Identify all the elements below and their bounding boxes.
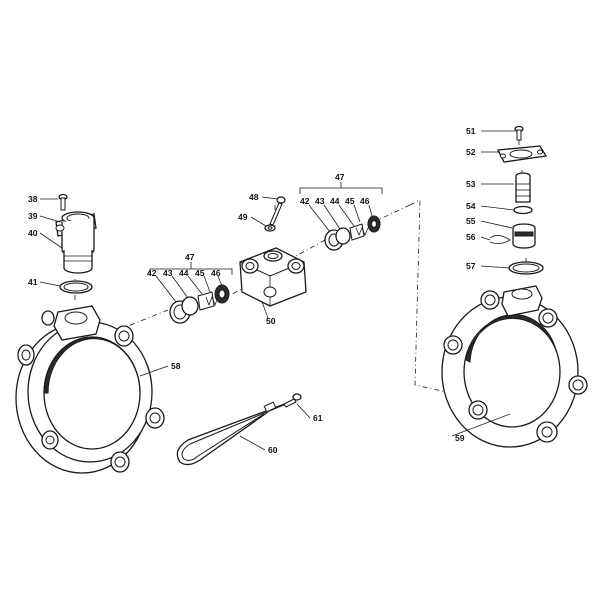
label-51: 51 (466, 126, 476, 136)
part-44-left (197, 291, 215, 311)
label-43-right: 43 (315, 196, 325, 206)
valve-group-left (169, 284, 230, 324)
screw-51 (514, 125, 524, 141)
bolt-48 (269, 196, 286, 226)
label-44-right: 44 (330, 196, 340, 206)
label-43-left: 43 (163, 268, 173, 278)
seat-55 (512, 223, 536, 249)
housing-59-bosses (443, 290, 588, 443)
ring-54 (513, 205, 533, 215)
part-43-left (181, 296, 199, 316)
screw-38 (58, 193, 68, 211)
elbow-fitting-group (55, 193, 97, 294)
label-47-left: 47 (185, 252, 195, 262)
left-housing-58 (15, 305, 165, 474)
label-49: 49 (238, 212, 248, 222)
body-40 (63, 250, 93, 274)
part-45-right (355, 226, 369, 237)
right-housing-59 (441, 285, 588, 448)
label-55: 55 (466, 216, 476, 226)
label-58: 58 (171, 361, 181, 371)
label-42-right: 42 (300, 196, 310, 206)
part-45-left (205, 295, 219, 307)
valve-group-right (324, 215, 381, 251)
label-52: 52 (466, 147, 476, 157)
valve-body-50 (239, 247, 307, 307)
fitting-39 (55, 211, 97, 257)
part-number-labels: 38 39 40 41 47 42 43 44 45 46 48 49 50 4… (28, 126, 476, 455)
label-41: 41 (28, 277, 38, 287)
right-fitting-stack (489, 125, 548, 275)
label-57: 57 (466, 261, 476, 271)
label-39: 39 (28, 211, 38, 221)
bolt-61 (283, 393, 302, 408)
label-54: 54 (466, 201, 476, 211)
part-46-right (367, 215, 381, 233)
part-43-right (335, 227, 351, 245)
label-45-left: 45 (195, 268, 205, 278)
label-59: 59 (455, 433, 465, 443)
label-44-left: 44 (179, 268, 189, 278)
label-56: 56 (466, 232, 476, 242)
label-45-right: 45 (345, 196, 355, 206)
label-48: 48 (249, 192, 259, 202)
nipple-53 (515, 172, 531, 203)
leader-lines (39, 130, 515, 451)
part-44-right (349, 223, 365, 241)
label-47-right: 47 (335, 172, 345, 182)
label-50: 50 (266, 316, 276, 326)
part-46-left (214, 284, 230, 304)
label-40: 40 (28, 228, 38, 238)
label-61: 61 (313, 413, 323, 423)
flange-52 (496, 145, 548, 163)
label-46-left: 46 (211, 268, 221, 278)
housing-58-bosses (17, 325, 165, 473)
label-60: 60 (268, 445, 278, 455)
oring-41 (59, 280, 93, 294)
label-46-right: 46 (360, 196, 370, 206)
clip-56 (489, 235, 511, 244)
label-42-left: 42 (147, 268, 157, 278)
label-53: 53 (466, 179, 476, 189)
washer-49 (264, 224, 276, 232)
loop-handle-60 (176, 401, 291, 466)
label-38: 38 (28, 194, 38, 204)
oring-57 (508, 261, 544, 275)
